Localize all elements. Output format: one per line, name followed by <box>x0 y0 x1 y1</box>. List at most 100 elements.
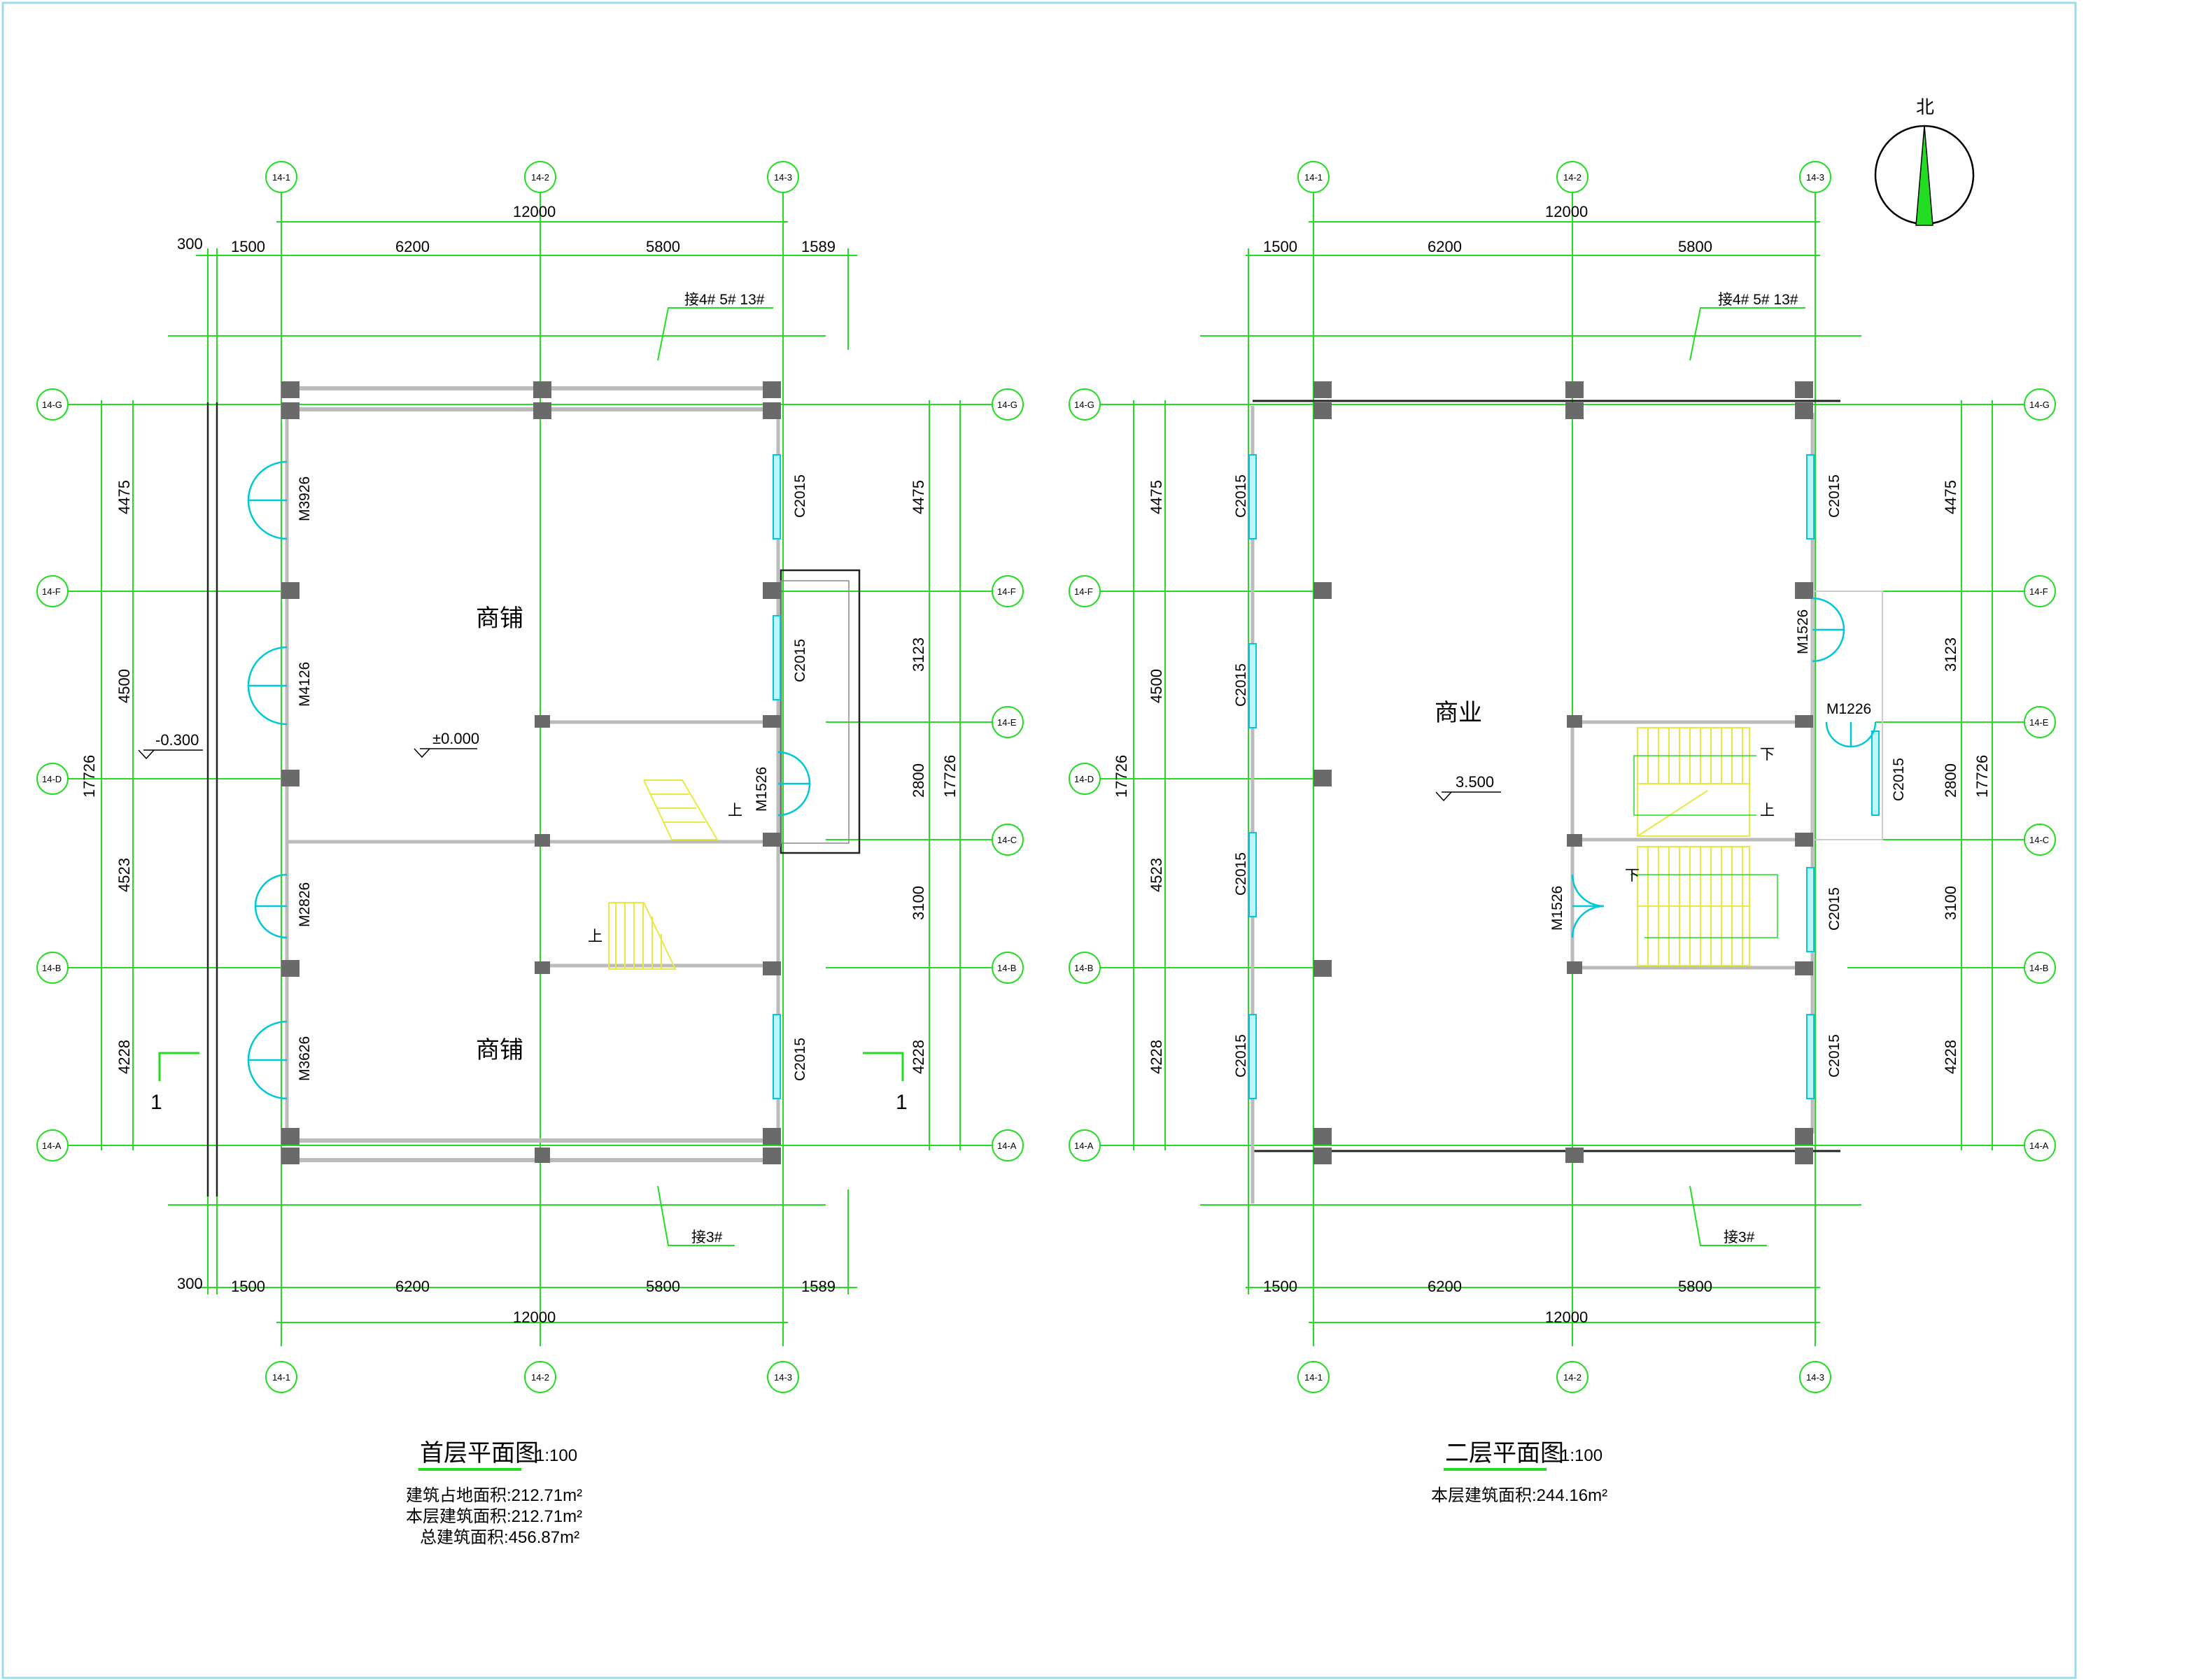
svg-text:14-2: 14-2 <box>1563 172 1581 183</box>
dim-right-2-0: 4475 <box>1942 480 1959 514</box>
svg-text:14-A: 14-A <box>2029 1141 2049 1151</box>
second-floor-plan: 商业 3.500 下 上 下 M1526 M1226 M1526 C2015 C… <box>1069 161 2056 1505</box>
connect-leaders <box>657 307 773 1246</box>
window-label-w7: C2015 <box>1826 1034 1843 1078</box>
dim-left-2-3: 4228 <box>1148 1040 1165 1074</box>
dim-top-2-1: 6200 <box>1428 238 1462 255</box>
svg-text:14-G: 14-G <box>1074 400 1094 410</box>
dim-right-4: 4228 <box>910 1040 927 1074</box>
svg-text:14-D: 14-D <box>42 774 62 784</box>
svg-text:14-F: 14-F <box>997 586 1016 597</box>
columns <box>1313 381 1813 1164</box>
svg-text:14-2: 14-2 <box>531 1372 549 1383</box>
north-arrow: 北 <box>1874 97 1975 226</box>
dim-left-2-0: 4475 <box>1148 480 1165 514</box>
connect-note-bottom-2: 接3# <box>1724 1229 1755 1245</box>
svg-text:14-2: 14-2 <box>1563 1372 1581 1383</box>
axis-bubbles <box>1069 161 2056 1393</box>
window-label-c2015-2: C2015 <box>792 639 808 682</box>
dim-bottom-2-0: 1500 <box>1263 1278 1297 1295</box>
svg-text:14-3: 14-3 <box>1806 1372 1824 1383</box>
level-ground: ±0.000 <box>432 730 479 747</box>
windows <box>773 454 781 1099</box>
room-label-shop-1: 商铺 <box>476 605 523 632</box>
area-line-2: 本层建筑面积:212.71m² <box>406 1507 582 1526</box>
level-markers <box>138 748 477 760</box>
door-label-m3926: M3926 <box>297 477 313 521</box>
dim-right-2: 2800 <box>910 763 927 798</box>
axis-labels: 14-1 14-2 14-3 14-1 14-2 14-3 14-G 14-F … <box>42 172 1017 1383</box>
north-label: 北 <box>1916 97 1934 118</box>
dim-bottom-total: 12000 <box>513 1308 556 1326</box>
dim-top-2-0: 1500 <box>1263 238 1297 255</box>
svg-text:14-3: 14-3 <box>774 172 792 183</box>
svg-text:14-G: 14-G <box>2029 400 2050 410</box>
plan-scale-ground: 1:100 <box>535 1446 577 1465</box>
windows <box>1248 454 1880 1099</box>
dim-top-total: 12000 <box>513 203 556 220</box>
svg-text:14-1: 14-1 <box>1304 1372 1323 1383</box>
axis-bubbles <box>36 161 1024 1393</box>
svg-text:14-3: 14-3 <box>1806 172 1824 183</box>
dim-top-2: 6200 <box>395 238 430 255</box>
dim-bottom-2-1: 6200 <box>1428 1278 1462 1295</box>
svg-text:14-G: 14-G <box>997 400 1017 410</box>
dim-right-total: 17726 <box>941 755 959 798</box>
dim-right-2-3: 3100 <box>1942 886 1959 920</box>
connect-note-bottom: 接3# <box>691 1229 723 1245</box>
plan-title-ground: 首层平面图 <box>420 1440 539 1467</box>
dim-bottom-4: 1589 <box>801 1278 836 1295</box>
door-label-m1226: M1226 <box>1826 701 1871 717</box>
dim-left-2-2: 4523 <box>1148 858 1165 892</box>
stair-up-3: 上 <box>1760 803 1775 819</box>
svg-text:14-C: 14-C <box>2029 835 2049 845</box>
dim-left-3: 4228 <box>115 1040 133 1074</box>
door-label-m4126: M4126 <box>297 662 313 707</box>
section-mark-right: 1 <box>896 1091 908 1114</box>
room-label-commercial: 商业 <box>1435 700 1482 726</box>
svg-text:14-A: 14-A <box>997 1141 1017 1151</box>
dim-top-4: 1589 <box>801 238 836 255</box>
svg-text:14-C: 14-C <box>997 835 1017 845</box>
doors <box>1571 597 1877 938</box>
svg-text:14-1: 14-1 <box>272 1372 290 1383</box>
svg-text:14-B: 14-B <box>42 963 61 973</box>
dim-left-0: 4475 <box>115 480 133 514</box>
section-marks <box>158 1052 904 1081</box>
svg-text:14-1: 14-1 <box>272 172 290 183</box>
axis-labels: 14-1 14-2 14-3 14-1 14-2 14-3 14-G 14-F … <box>1074 172 2050 1383</box>
connect-leaders <box>1689 307 1805 1246</box>
svg-text:14-B: 14-B <box>997 963 1016 973</box>
dim-left-2: 4523 <box>115 858 133 892</box>
level-markers <box>1435 791 1501 802</box>
window-label-w2: C2015 <box>1233 663 1249 707</box>
svg-text:14-G: 14-G <box>42 400 62 410</box>
svg-text:14-F: 14-F <box>2029 586 2048 597</box>
dim-bottom-2: 6200 <box>395 1278 430 1295</box>
dim-right-total-2: 17726 <box>1973 755 1991 798</box>
plan-title-second: 二层平面图 <box>1445 1440 1564 1467</box>
dim-bottom-2-2: 5800 <box>1678 1278 1712 1295</box>
window-label-w4: C2015 <box>1233 1034 1249 1078</box>
stair-down-1: 下 <box>1760 747 1775 763</box>
stairs <box>608 779 719 970</box>
dim-bottom-3: 5800 <box>646 1278 680 1295</box>
stair-arrows <box>1630 755 1778 938</box>
walls <box>1251 400 1883 1203</box>
doors <box>247 460 811 1100</box>
svg-text:14-D: 14-D <box>1074 774 1094 784</box>
dim-top-1: 1500 <box>231 238 265 255</box>
svg-text:14-1: 14-1 <box>1304 172 1323 183</box>
window-label-w8: C2015 <box>1891 758 1907 801</box>
room-label-shop-2: 商铺 <box>476 1037 523 1064</box>
columns <box>281 381 781 1164</box>
svg-text:14-B: 14-B <box>2029 963 2048 973</box>
dim-top-0: 300 <box>177 235 203 253</box>
plan-scale-second: 1:100 <box>1561 1446 1602 1465</box>
dim-right-0: 4475 <box>910 480 927 514</box>
section-mark-left: 1 <box>150 1091 162 1114</box>
window-label-c2015-1: C2015 <box>792 474 808 518</box>
level-outdoor: -0.300 <box>155 731 199 749</box>
dim-top-2-2: 5800 <box>1678 238 1712 255</box>
ground-floor-plan: 商铺 商铺 ±0.000 -0.300 上 上 M3926 M4126 M282… <box>36 161 1024 1547</box>
